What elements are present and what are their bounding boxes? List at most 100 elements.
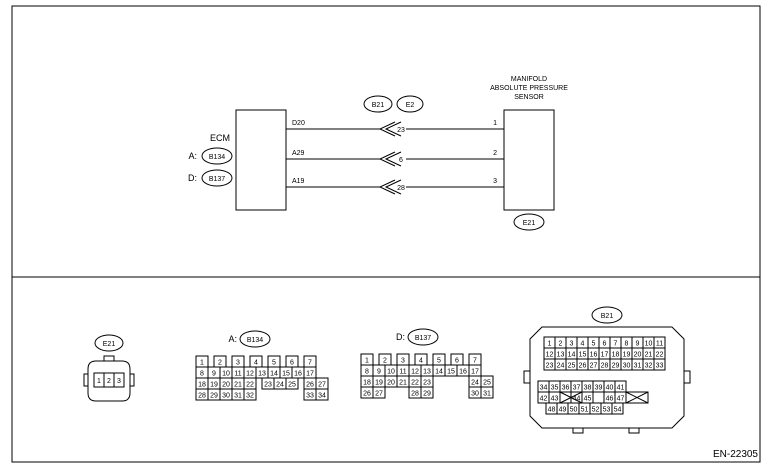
connector-b21-pin: 24 bbox=[557, 363, 565, 370]
connector-b134-pin: 13 bbox=[258, 371, 266, 378]
junction-left-code: B21 bbox=[372, 102, 385, 109]
connector-b21-pin: 11 bbox=[656, 341, 663, 348]
connector-b137-pin: 18 bbox=[363, 380, 371, 387]
connector-b21-pin: 50 bbox=[570, 407, 578, 414]
connector-b21-pin: 34 bbox=[540, 385, 548, 392]
connector-b134-pin: 5 bbox=[272, 360, 276, 367]
connector-b137-pin: 15 bbox=[447, 369, 455, 376]
connector-b21-pin: 46 bbox=[606, 396, 614, 403]
connector-b21-pin: 42 bbox=[540, 396, 548, 403]
connector-b21-pin: 3 bbox=[570, 341, 574, 348]
sensor-conn-oval bbox=[513, 213, 545, 231]
connector-b134-pin: 27 bbox=[318, 382, 326, 389]
connector-b134-pin: 30 bbox=[222, 393, 230, 400]
wire-1-junction-pin: 23 bbox=[397, 127, 405, 134]
connector-b21-pin: 44 bbox=[573, 396, 581, 403]
connector-b137-pin: 25 bbox=[483, 380, 491, 387]
connector-b21-pin: 48 bbox=[548, 407, 556, 414]
wire-3-sensor-pin: 3 bbox=[493, 178, 497, 185]
connector-b21-pin: 22 bbox=[656, 352, 664, 359]
sensor-label-2: ABSOLUTE PRESSURE bbox=[490, 85, 568, 92]
connector-b21-pin: 51 bbox=[581, 407, 589, 414]
connector-b21-pin: 32 bbox=[645, 363, 653, 370]
connector-b137-pin: 28 bbox=[411, 391, 419, 398]
connector-b21-pin: 14 bbox=[568, 352, 576, 359]
connector-b21-pin: 41 bbox=[617, 385, 625, 392]
connector-e21-pin-2: 2 bbox=[107, 378, 111, 385]
connector-b137-pin: 9 bbox=[377, 369, 381, 376]
connector-b21-pin: 49 bbox=[559, 407, 567, 414]
connector-e21-code: E21 bbox=[103, 341, 116, 348]
connector-b137-cell bbox=[480, 386, 494, 399]
connector-e21-pin-1: 1 bbox=[97, 378, 101, 385]
connector-b21-pin: 1 bbox=[548, 341, 552, 348]
connector-b134-pin: 26 bbox=[306, 382, 314, 389]
connector-b134-pin: 3 bbox=[236, 360, 240, 367]
connector-b21-pin: 23 bbox=[546, 363, 554, 370]
ecm-conn-a-prefix: A: bbox=[188, 151, 197, 161]
connector-b21-pin: 5 bbox=[592, 341, 596, 348]
connector-b137-pin: 29 bbox=[423, 391, 431, 398]
connector-b21-pin: 20 bbox=[634, 352, 642, 359]
connector-b134-pin: 6 bbox=[290, 360, 294, 367]
connector-b21-pin: 30 bbox=[623, 363, 631, 370]
connector-b134-code: B134 bbox=[247, 337, 263, 344]
connector-b21-pin: 21 bbox=[645, 352, 653, 359]
connector-b134-pin: 23 bbox=[264, 382, 272, 389]
connector-b134-pin: 34 bbox=[318, 393, 326, 400]
connector-b137-pin: 13 bbox=[423, 369, 431, 376]
connector-e21: E21 1 2 3 bbox=[83, 334, 135, 402]
connector-b137-pin: 23 bbox=[423, 380, 431, 387]
connector-b21-pin: 54 bbox=[614, 407, 622, 414]
footer-code: EN-22305 bbox=[713, 449, 758, 460]
connector-b21-pin: 53 bbox=[603, 407, 611, 414]
connector-b21-pin: 37 bbox=[573, 385, 581, 392]
connector-b137-pin: 5 bbox=[437, 358, 441, 365]
connector-b137-pin: 16 bbox=[459, 369, 467, 376]
ecm-conn-d-prefix: D: bbox=[188, 173, 197, 183]
connector-b21-pin: 45 bbox=[584, 396, 592, 403]
ecm-box bbox=[235, 109, 287, 211]
sensor-box bbox=[503, 109, 555, 211]
ecm-conn-a-code: B134 bbox=[209, 154, 225, 161]
connector-b21-pin: 16 bbox=[590, 352, 598, 359]
connector-b137-cell bbox=[372, 386, 386, 399]
connector-b134-pin: 20 bbox=[222, 382, 230, 389]
connector-b21-empty-mark bbox=[625, 391, 649, 404]
connector-b137-pin: 1 bbox=[365, 358, 369, 365]
wire-1-ecm-pin: D20 bbox=[292, 120, 305, 127]
wire-2-ecm-pin: A29 bbox=[292, 150, 305, 157]
connector-b137-pin: 21 bbox=[399, 380, 407, 387]
connector-b137-prefix: D: bbox=[396, 332, 405, 342]
connector-b134-pin: 33 bbox=[306, 393, 314, 400]
connector-b134-pin: 8 bbox=[200, 371, 204, 378]
connector-b137-pin: 2 bbox=[383, 358, 387, 365]
connector-b134-pin: 17 bbox=[306, 371, 314, 378]
connector-b134-pin: 4 bbox=[254, 360, 258, 367]
connector-b21-pin: 12 bbox=[546, 352, 554, 359]
connector-b134-pin: 7 bbox=[308, 360, 312, 367]
connector-b134-pin: 10 bbox=[222, 371, 230, 378]
connector-b21-pin: 7 bbox=[614, 341, 618, 348]
connector-b137-pin: 19 bbox=[375, 380, 383, 387]
connector-b137-pin: 26 bbox=[363, 391, 371, 398]
connector-b137-pin: 8 bbox=[365, 369, 369, 376]
connector-b137-cell bbox=[420, 386, 434, 399]
junction-right-code: E2 bbox=[406, 102, 415, 109]
wire-3-junction-pin: 28 bbox=[397, 185, 405, 192]
connector-b21-pin: 13 bbox=[557, 352, 565, 359]
wire-3-ecm-pin: A19 bbox=[292, 178, 305, 185]
connector-b137-pin: 17 bbox=[471, 369, 479, 376]
connector-b137-pin: 12 bbox=[411, 369, 419, 376]
connector-b21-pin: 35 bbox=[551, 385, 559, 392]
connector-b134-pin: 32 bbox=[246, 393, 254, 400]
connector-b21-pin: 10 bbox=[645, 341, 653, 348]
ecm-conn-d-oval bbox=[201, 169, 233, 187]
connector-b134-cell bbox=[315, 388, 329, 401]
connector-e21-pin-3: 3 bbox=[117, 378, 121, 385]
